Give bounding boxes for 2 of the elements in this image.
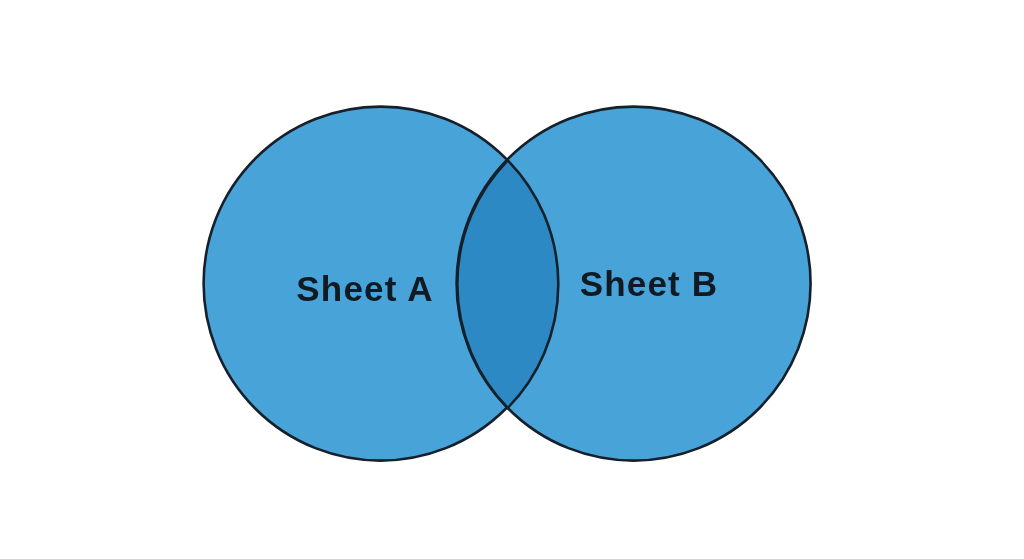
set-label: Sheet A [296,270,434,306]
set-label: Sheet B [579,265,719,301]
